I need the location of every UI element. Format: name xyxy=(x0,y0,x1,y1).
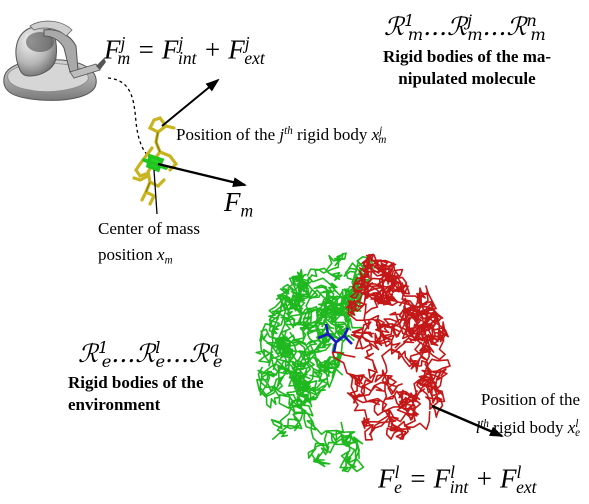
jth-rigid-body-position-label: Position of the jth rigid body xjm xyxy=(176,125,387,147)
jth-position-text: Position of the xyxy=(176,125,276,145)
center-of-mass-label: Center of mass position xm xyxy=(98,216,200,273)
protein-stick-chain xyxy=(255,288,313,364)
protein-stick-chain xyxy=(297,282,332,368)
protein-stick-chain xyxy=(415,330,451,397)
formula-force-jth-body: Fjm = Fjint + Fjext xyxy=(104,33,265,68)
protein-stick-chain xyxy=(325,421,365,473)
force-arrow-fm xyxy=(157,162,247,188)
protein-stick-chain xyxy=(349,270,399,315)
protein-stick-chain xyxy=(347,273,401,351)
formula-force-environment: Fle = Flint + Flext xyxy=(378,462,537,497)
lth-position-text: Position of the xyxy=(480,390,580,409)
protein-stick-chain xyxy=(385,379,444,418)
molecule-rigid-body-set: ℛ1m...ℛjm...ℛnm xyxy=(384,11,546,44)
force-arrow-jth-body xyxy=(161,78,220,127)
protein-stick-chain xyxy=(260,328,315,378)
lth-rigid-body-position-label: Position of the lth rigid body xle xyxy=(452,388,580,445)
environment-label-line2: environment xyxy=(68,395,161,414)
environment-label-line1: Rigid bodies of the xyxy=(68,373,204,392)
protein-stick-chain xyxy=(383,370,446,423)
protein-stick-chain xyxy=(346,373,403,441)
protein-stick-chain xyxy=(354,256,429,310)
protein-stick-chain xyxy=(257,366,309,438)
center-line2: position xyxy=(98,245,153,264)
environment-rigid-bodies-label: Rigid bodies of the environment xyxy=(68,372,258,416)
force-arrow-environment xyxy=(431,404,504,438)
protein-stick-chain xyxy=(331,327,378,399)
device-link-dashed xyxy=(107,77,151,159)
molecule-label-line1: Rigid bodies of the ma- xyxy=(382,47,552,66)
formula-force-molecule: Fm xyxy=(224,187,254,221)
pointer-center-of-mass xyxy=(153,169,158,215)
center-of-mass-marker xyxy=(142,153,168,173)
lth-rigid-body-text: rigid body xyxy=(493,418,564,438)
molecule-rigid-bodies-label: Rigid bodies of the ma- nipulated molecu… xyxy=(362,46,572,90)
protein-stick-chain xyxy=(398,290,443,340)
jth-rigid-body-text: rigid body xyxy=(297,125,368,145)
environment-rigid-body-set: ℛ1e...ℛle...ℛqe xyxy=(78,338,223,371)
protein-molecule-icon xyxy=(255,252,451,473)
molecule-label-line2: nipulated molecule xyxy=(398,69,536,88)
haptic-device-icon xyxy=(3,20,106,101)
ligand-molecule-icon xyxy=(317,323,353,353)
protein-stick-chain xyxy=(368,388,431,441)
center-line1: Center of mass xyxy=(98,219,200,238)
protein-stick-chain xyxy=(360,329,449,412)
